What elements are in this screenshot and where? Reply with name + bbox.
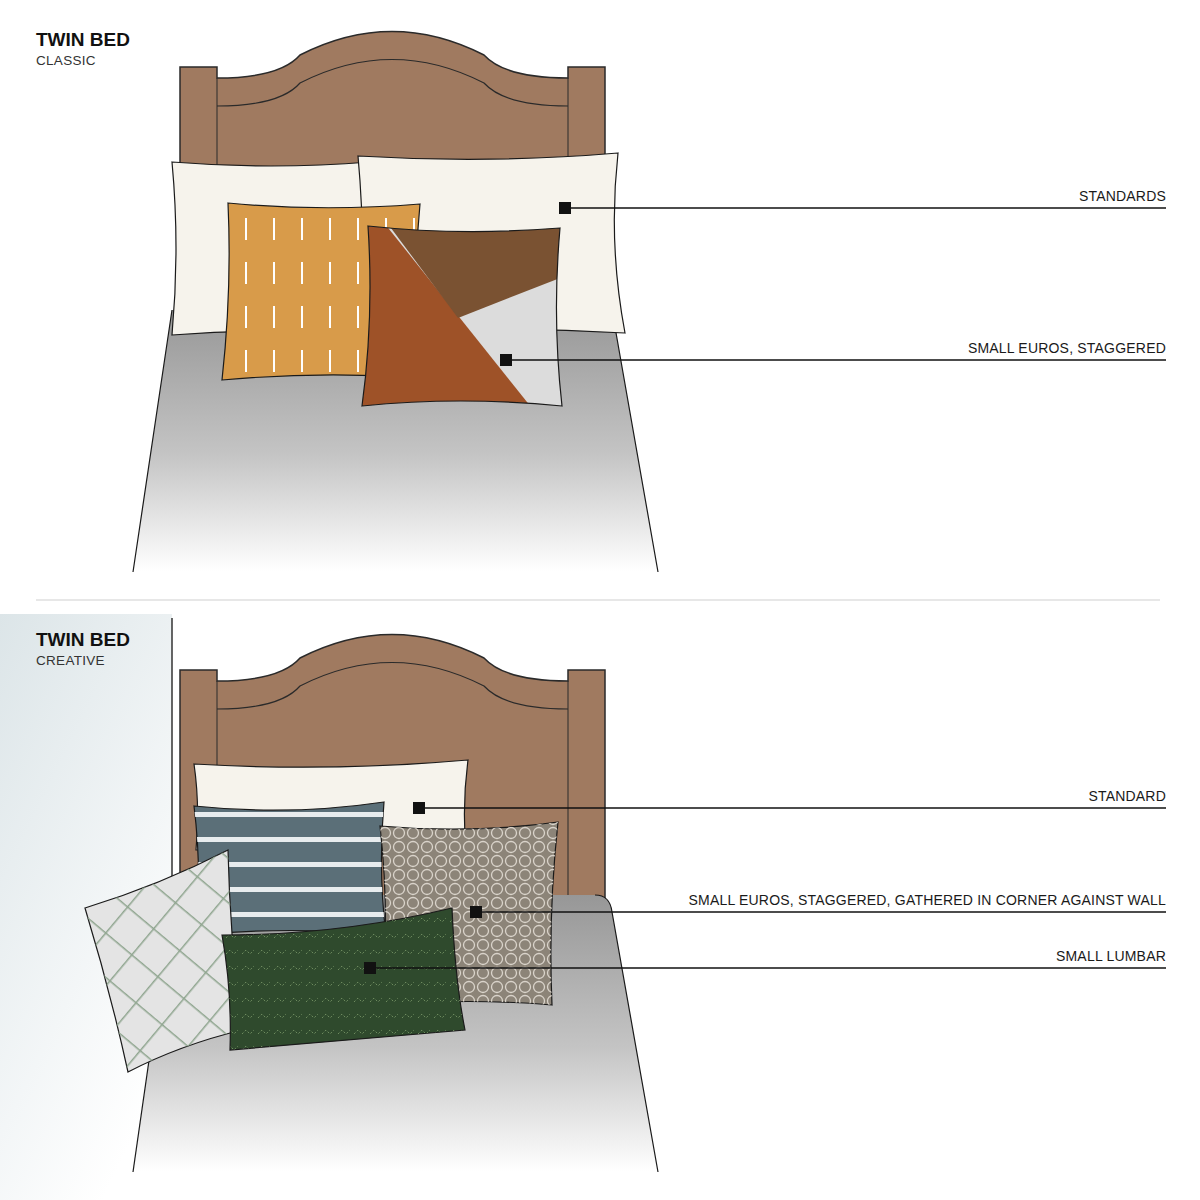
callout-label: SMALL EUROS, STAGGERED, GATHERED IN CORN… [689,893,1167,908]
callout-label: SMALL LUMBAR [1056,949,1166,964]
panel-subtitle: CREATIVE [36,654,105,669]
pillows [172,153,625,412]
leader-lines [364,802,1166,974]
callout-label: STANDARDS [1079,189,1166,204]
panel-title: TWIN BED [36,30,130,51]
pillows [85,760,558,1072]
panel-title: TWIN BED [36,630,130,651]
divider [36,600,1160,601]
panel-subtitle: CLASSIC [36,54,96,69]
leader-lines [500,202,1166,366]
callout-label: SMALL EUROS, STAGGERED [968,341,1166,356]
callout-label: STANDARD [1088,789,1166,804]
